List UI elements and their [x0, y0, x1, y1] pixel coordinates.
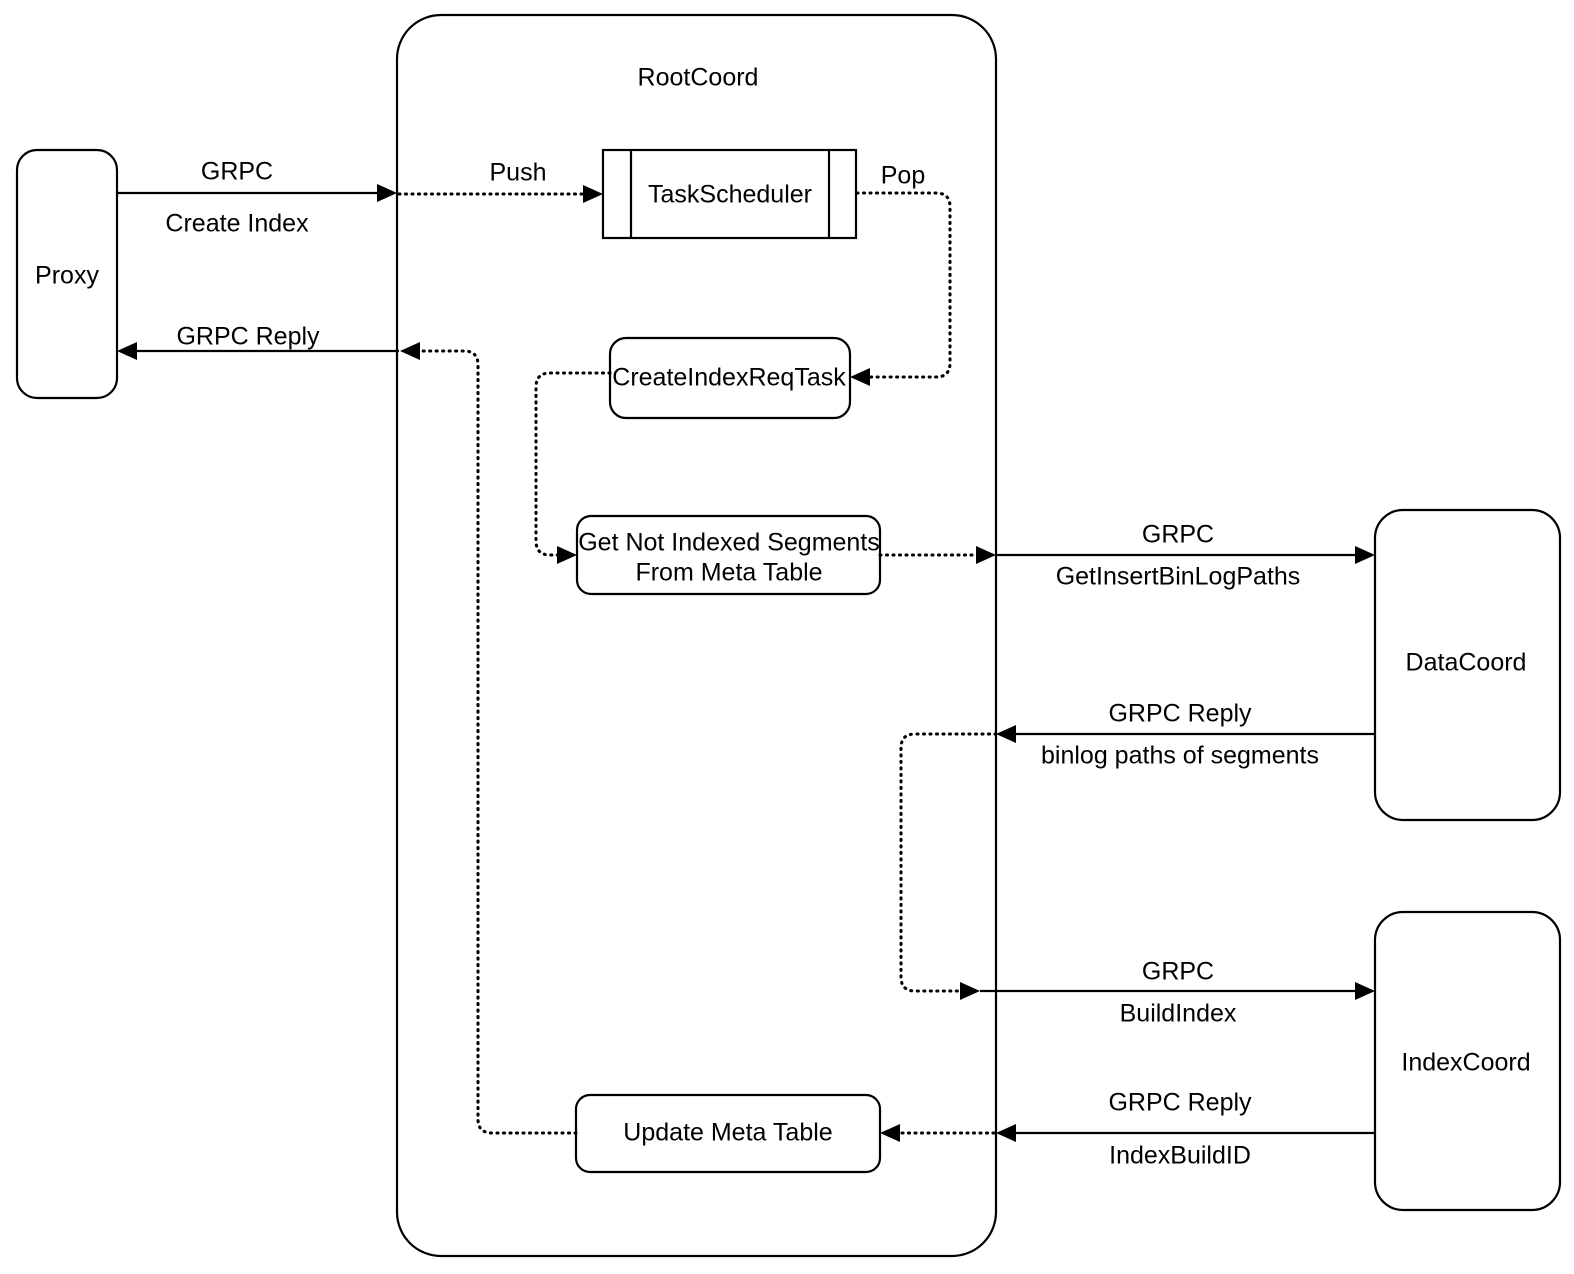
- edge-boundary-to-update-meta-table: [880, 1124, 996, 1142]
- edge-datacoord-to-rootcoord: [996, 725, 1375, 743]
- rootcoord-container[interactable]: [395, 13, 998, 1258]
- edge-rootcoord-to-datacoord: [996, 546, 1375, 564]
- edge-task-to-get-segments: [534, 371, 612, 564]
- task-scheduler-node[interactable]: [601, 148, 858, 240]
- edge-pop-to-create-index-req-task: [850, 191, 952, 386]
- edge-binlog-to-buildindex: [899, 732, 998, 1000]
- edge-proxy-to-rootcoord: [117, 184, 397, 202]
- update-meta-table-node[interactable]: [574, 1093, 882, 1174]
- indexcoord-node[interactable]: [1373, 910, 1562, 1212]
- edge-indexcoord-to-rootcoord: [996, 1124, 1375, 1142]
- edge-rootcoord-to-indexcoord: [980, 982, 1375, 1000]
- edge-get-segments-to-boundary: [878, 546, 996, 564]
- edge-push-to-task-scheduler: [397, 185, 603, 203]
- proxy-node[interactable]: [15, 148, 119, 400]
- edge-update-meta-table-to-grpc-reply: [400, 342, 578, 1135]
- create-index-req-task-node[interactable]: [608, 336, 852, 420]
- get-not-indexed-segments-node[interactable]: [575, 514, 882, 596]
- edge-rootcoord-to-proxy: [117, 342, 399, 360]
- datacoord-node[interactable]: [1373, 508, 1562, 822]
